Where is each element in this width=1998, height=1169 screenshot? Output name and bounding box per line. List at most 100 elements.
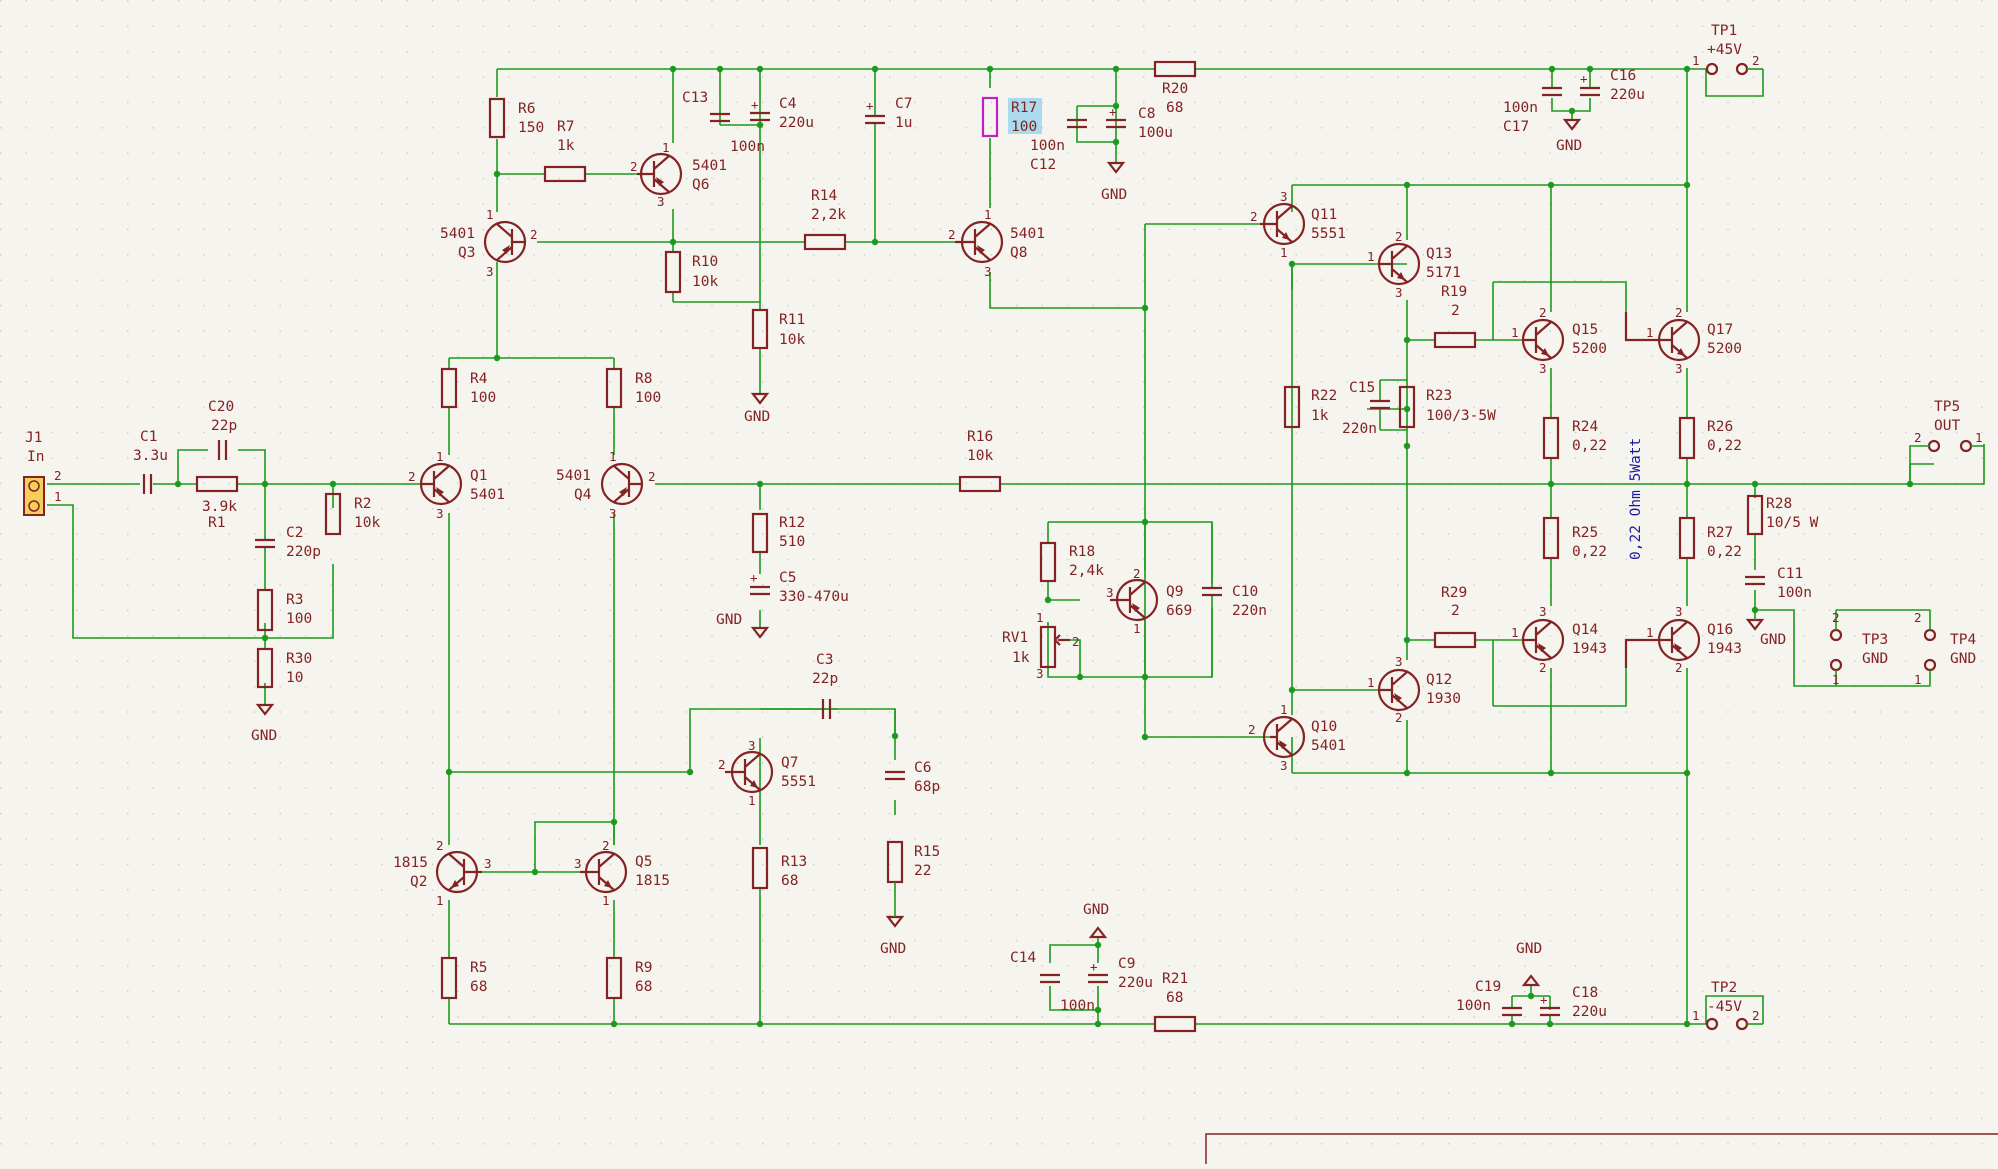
resistor-r7[interactable]: R7 1k	[543, 119, 587, 183]
resistor-r26[interactable]: R26 0,22	[1678, 416, 1742, 460]
c1-value: 3.3u	[133, 448, 168, 464]
transistor-q3[interactable]: 5401 Q3 2 1 3	[440, 207, 538, 279]
gnd-label-c8: GND	[1101, 187, 1127, 203]
q2-value: 1815	[393, 855, 428, 871]
resistor-r5[interactable]: R5 68	[440, 956, 487, 1000]
transistor-q8[interactable]: 5401 Q8 2 1 3	[948, 207, 1045, 279]
q8-value: 5401	[1010, 226, 1045, 242]
capacitor-c14[interactable]: C14 100n	[1010, 950, 1095, 1014]
svg-text:2: 2	[948, 227, 956, 242]
capacitor-c7[interactable]: + C7 1u	[865, 96, 912, 133]
q5-ref: Q5	[635, 854, 652, 870]
resistor-r12[interactable]: R12 510	[751, 512, 805, 554]
svg-text:1: 1	[1914, 672, 1922, 687]
resistor-r27[interactable]: R27 0,22	[1678, 516, 1742, 560]
transistor-q6[interactable]: 5401 Q6 2 1 3	[630, 140, 727, 209]
resistor-r4[interactable]: R4 100	[440, 367, 496, 409]
resistor-r13[interactable]: R13 68	[751, 846, 807, 890]
resistor-r6[interactable]: R6 150	[488, 97, 544, 139]
c20-ref: C20	[208, 399, 234, 415]
capacitor-c1[interactable]: C1 3.3u	[133, 429, 168, 494]
capacitor-c5[interactable]: + C5 330-470u	[750, 570, 849, 605]
c12-value: 100n	[1030, 138, 1065, 154]
resistor-r30[interactable]: R30 10	[256, 647, 312, 689]
transistor-q4[interactable]: 5401 Q4 2 1 3	[556, 449, 656, 521]
transistor-q5[interactable]: Q5 1815 3 2 1	[574, 838, 670, 908]
c17-ref: C17	[1503, 119, 1529, 135]
resistor-r3[interactable]: R3 100	[256, 588, 312, 632]
testpoint-tp5[interactable]: TP5 OUT 2 1	[1909, 399, 1984, 484]
c1-ref: C1	[140, 429, 157, 445]
capacitor-c16[interactable]: + C16 220u	[1580, 68, 1645, 103]
capacitor-c2[interactable]: C2 220p	[255, 525, 321, 563]
testpoint-tp2[interactable]: TP2 -45V 1 2	[1692, 980, 1763, 1031]
resistor-r16[interactable]: R16 10k	[958, 429, 1002, 493]
testpoint-tp4[interactable]: TP4 GND 2 1	[1914, 610, 1976, 687]
resistor-r23[interactable]: R23 100/3-5W	[1398, 385, 1496, 429]
capacitor-c13[interactable]: C13 100n	[682, 90, 765, 155]
capacitor-c10[interactable]: C10 220n	[1202, 522, 1267, 677]
testpoint-tp1[interactable]: TP1 +45V 1 2	[1692, 23, 1763, 76]
resistor-r18[interactable]: R18 2,4k	[1039, 541, 1104, 583]
resistor-r10[interactable]: R10 10k	[664, 250, 718, 294]
r9-value: 68	[635, 979, 652, 995]
transistor-q2[interactable]: 1815 Q2 3 2 1	[393, 838, 492, 908]
resistor-r20[interactable]: R20 68	[1153, 60, 1197, 116]
r21-value: 68	[1166, 990, 1183, 1006]
transistor-q12[interactable]: Q12 1930 1 3 2	[1367, 654, 1461, 725]
resistor-r8[interactable]: R8 100	[605, 367, 661, 409]
transistor-q15[interactable]: Q15 5200 1 2 3	[1511, 305, 1607, 376]
capacitor-c19[interactable]: C19 100n	[1456, 979, 1522, 1017]
capacitor-c4[interactable]: + C4 220u	[750, 96, 814, 131]
resistor-r19[interactable]: R19 2	[1433, 284, 1477, 349]
r21-ref: R21	[1162, 971, 1188, 987]
transistor-q1[interactable]: Q1 5401 2 1 3	[408, 449, 505, 521]
transistor-q11[interactable]: Q11 5551 2 3 1	[1250, 189, 1346, 260]
c15-ref: C15	[1349, 380, 1375, 396]
svg-text:1: 1	[1692, 53, 1700, 68]
transistor-q13[interactable]: Q13 5171 1 2 3	[1367, 229, 1461, 300]
potentiometer-rv1[interactable]: RV1 1k 1 2 3	[1002, 610, 1080, 681]
resistor-r15[interactable]: R15 22	[886, 840, 940, 884]
r20-ref: R20	[1162, 81, 1188, 97]
capacitor-c12[interactable]: 100n C12	[1030, 118, 1087, 173]
r17-value: 100	[1011, 119, 1037, 135]
resistor-r14[interactable]: R14 2,2k	[803, 188, 846, 251]
resistor-r25[interactable]: R25 0,22	[1542, 516, 1607, 560]
transistor-q9[interactable]: Q9 669 3 2 1	[1106, 566, 1192, 636]
capacitor-c17[interactable]: 100n C17	[1503, 86, 1562, 135]
capacitor-c9[interactable]: + C9 220u	[1088, 956, 1153, 991]
testpoint-tp3[interactable]: TP3 GND 2 1	[1829, 610, 1888, 687]
capacitor-c6[interactable]: C6 68p	[885, 760, 940, 795]
resistor-r9[interactable]: R9 68	[605, 956, 652, 1000]
resistor-r17[interactable]: R17 100	[981, 96, 1042, 138]
connector-j1[interactable]: J1 In 2 1	[23, 430, 62, 516]
resistor-r2[interactable]: R2 10k	[324, 492, 380, 536]
capacitor-c15[interactable]: C15 220n	[1342, 379, 1407, 437]
c3-ref: C3	[816, 652, 833, 668]
resistor-r22[interactable]: R22 1k	[1283, 385, 1337, 429]
capacitor-c3[interactable]: C3 22p	[812, 652, 838, 719]
capacitor-c8[interactable]: + C8 100u	[1106, 104, 1173, 141]
resistor-r24[interactable]: R24 0,22	[1542, 416, 1607, 460]
resistor-r1[interactable]: 3.9k R1	[195, 475, 239, 531]
r3-value: 100	[286, 611, 312, 627]
capacitor-c18[interactable]: + C18 220u	[1540, 985, 1607, 1020]
transistor-q10[interactable]: Q10 5401 2 1 3	[1248, 702, 1346, 773]
capacitor-c11[interactable]: C11 100n	[1745, 566, 1812, 601]
transistor-q16[interactable]: Q16 1943 1 3 2	[1624, 604, 1742, 675]
transistor-q14[interactable]: Q14 1943 1 3 2	[1511, 604, 1607, 675]
q9-value: 669	[1166, 603, 1192, 619]
resistor-r21[interactable]: R21 68	[1153, 971, 1197, 1033]
resistor-r29[interactable]: R29 2	[1433, 585, 1477, 649]
resistor-r28[interactable]: R28 10/5 W	[1746, 494, 1819, 536]
resistor-r11[interactable]: R11 10k	[751, 308, 805, 350]
c4-ref: C4	[779, 96, 797, 112]
transistor-q7[interactable]: Q7 5551 2 3 1	[718, 738, 816, 808]
gnd-label-r30: GND	[251, 728, 277, 744]
svg-text:1: 1	[662, 140, 670, 155]
transistor-q17[interactable]: Q17 5200 1 2 3	[1624, 305, 1742, 376]
capacitor-c20[interactable]: C20 22p	[208, 399, 237, 460]
